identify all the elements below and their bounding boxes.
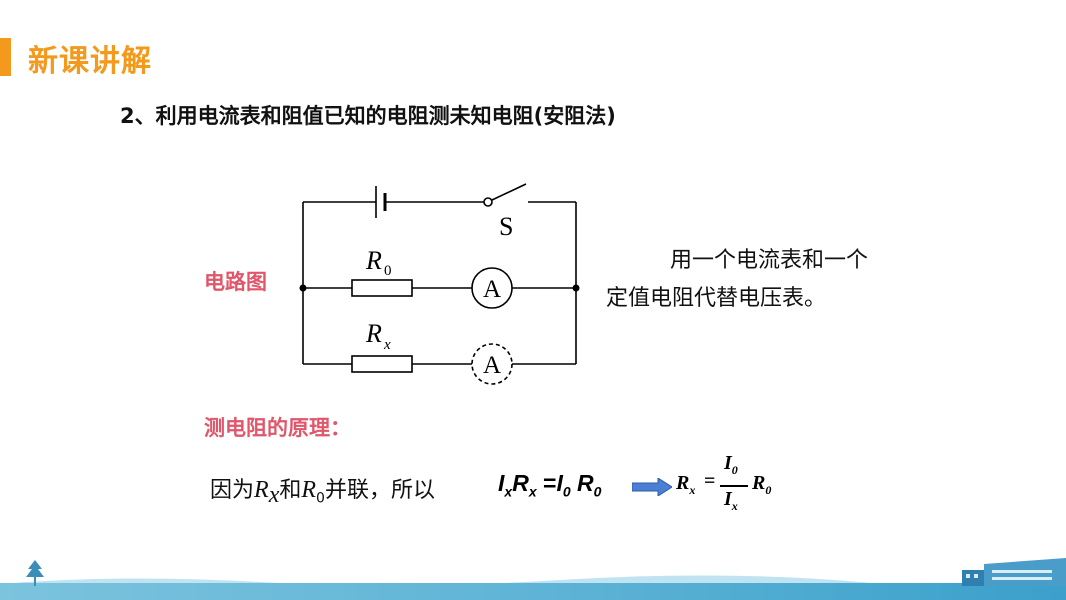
footer-band	[0, 583, 1066, 600]
principle-equation: IxRx =I0 R0	[498, 470, 601, 500]
eq-r1: R	[512, 470, 529, 496]
principle-reason: 因为Rx和R0并联，所以	[210, 472, 435, 509]
frac-numerator: I0	[724, 452, 738, 477]
tree-icon	[26, 560, 44, 586]
resistor-rx	[351, 355, 413, 373]
reason-prefix: 因为	[210, 478, 255, 503]
frac-denominator: Ix	[724, 488, 738, 513]
principle-label: 测电阻的原理：	[204, 416, 351, 440]
switch-pivot	[483, 197, 493, 207]
ammeter-1-label: A	[483, 276, 501, 303]
ammeter-2-label: A	[483, 352, 501, 379]
building-icon	[962, 558, 1066, 586]
eq-r2-sub: 0	[593, 483, 602, 500]
circuit-diagram: S R 0 R x A A	[299, 183, 580, 385]
title-accent-bar	[0, 38, 11, 76]
slide-heading: 2、利用电流表和阻值已知的电阻测未知电阻(安阻法)	[120, 104, 616, 128]
right-arrow-icon	[632, 478, 672, 496]
rx-subscript: x	[383, 337, 391, 353]
result-formula: Rx = I0 Ix R0	[676, 452, 796, 522]
fraction-bar	[720, 485, 748, 487]
eq-i1: I	[498, 470, 505, 496]
resistor-r0	[351, 279, 413, 297]
circuit-diagram-label: 电路图	[204, 270, 267, 294]
eq-r1-sub: x	[528, 483, 537, 500]
switch-label: S	[499, 212, 513, 241]
reason-suffix: 并联，所以	[324, 478, 435, 503]
rx-label: R	[365, 319, 382, 348]
reason-r2: R	[301, 477, 317, 503]
r0-subscript: 0	[384, 263, 392, 279]
junction-left	[299, 284, 307, 292]
description: 用一个电流表和一个 定值电阻代替电压表。	[606, 242, 936, 318]
eq-i2-sub: 0	[562, 483, 571, 500]
section-title: 新课讲解	[28, 44, 152, 79]
eq-r2: R	[570, 470, 594, 496]
frac-equals: =	[704, 470, 716, 492]
frac-rhs: R0	[752, 472, 772, 497]
description-line-2: 定值电阻代替电压表。	[606, 286, 827, 311]
reason-and: 和	[279, 478, 302, 503]
reason-r1-sub: x	[268, 482, 280, 509]
eq-i1-sub: x	[504, 483, 513, 500]
switch-lever	[491, 183, 527, 201]
reason-r2-sub: 0	[316, 490, 325, 507]
r0-label: R	[365, 246, 382, 275]
eq-i2: I	[556, 470, 563, 496]
reason-r1: R	[254, 477, 269, 503]
eq-equals: =	[536, 470, 557, 496]
junction-right	[572, 284, 580, 292]
description-line-1: 用一个电流表和一个	[670, 248, 869, 273]
frac-lhs: Rx	[676, 472, 696, 497]
